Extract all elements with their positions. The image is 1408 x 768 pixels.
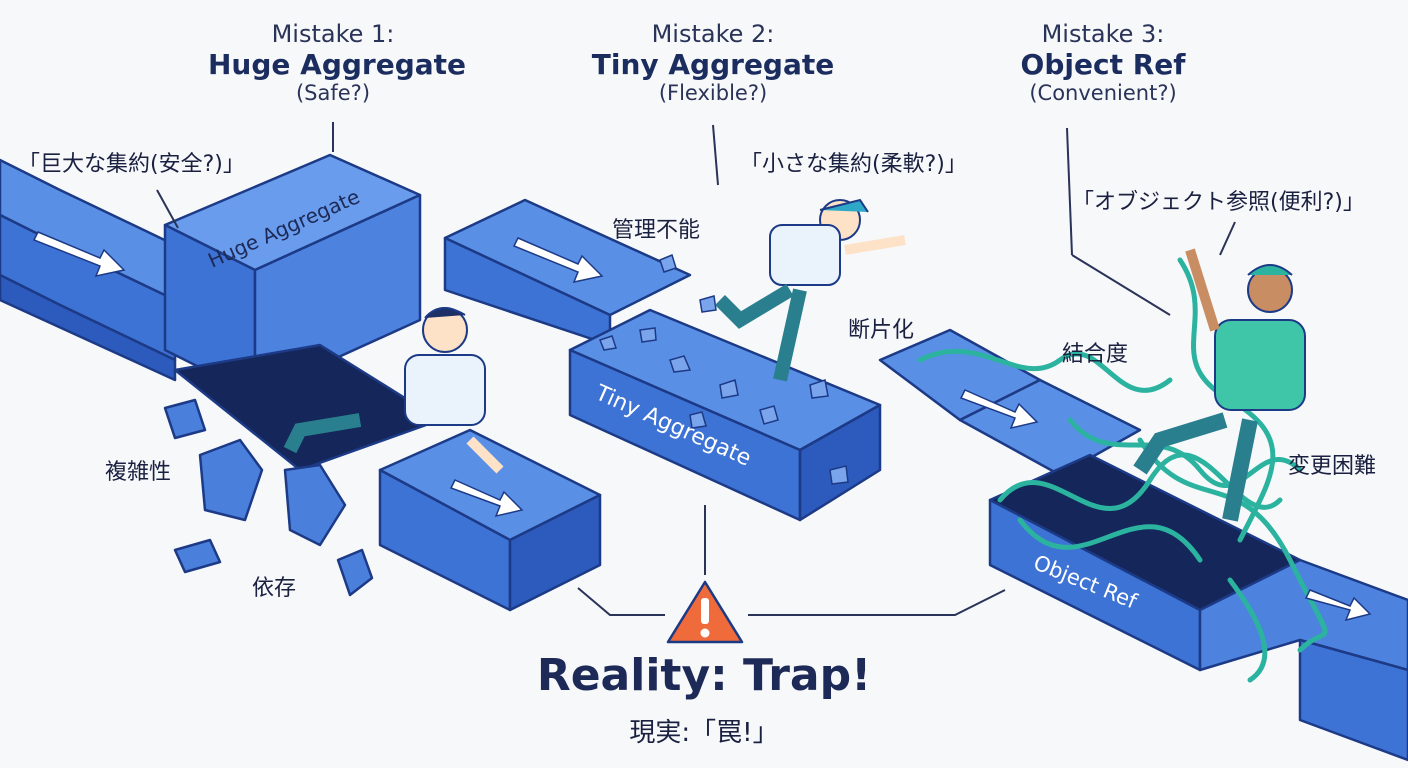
direction-arrows: [32, 231, 1372, 622]
tag-dependency: 依存: [252, 576, 297, 601]
mistake-2-quote-jp: 「小さな集約(柔軟?)」: [740, 152, 967, 177]
tag-coupling: 結合度: [1062, 342, 1129, 367]
tag-fragmentation: 断片化: [848, 318, 915, 343]
mistake-1-number: Mistake 1:: [271, 20, 395, 48]
mistake-1-subtitle: (Safe?): [295, 81, 371, 105]
tag-unmanageable: 管理不能: [612, 218, 701, 243]
character-falling-1: [283, 307, 504, 474]
mistake-1-quote-jp: 「巨大な集約(安全?)」: [18, 152, 245, 177]
mistake-1-title: Huge Aggregate: [208, 48, 467, 81]
mistake-3-title: Object Ref: [1020, 48, 1186, 81]
tag-hard-to-change: 変更困難: [1288, 454, 1377, 479]
mistake-3-heading: Mistake 3: Object Ref (Convenient?): [978, 20, 1228, 105]
path-section-3: [958, 378, 1408, 762]
arrow-icon: [512, 237, 604, 284]
warning-icon: [666, 580, 744, 644]
mistake-3-quote-jp: 「オブジェクト参照(便利?)」: [1072, 190, 1365, 215]
arrow-icon: [1304, 589, 1372, 622]
arrow-icon: [32, 231, 126, 278]
reality-jp: 現実:「罠!」: [629, 718, 779, 748]
mistake-1-heading: Mistake 1: Huge Aggregate (Safe?): [208, 20, 467, 105]
mistake-2-subtitle: (Flexible?): [658, 81, 768, 105]
mistake-2-title: Tiny Aggregate: [591, 48, 835, 81]
mistake-2-heading: Mistake 2: Tiny Aggregate (Flexible?): [588, 20, 838, 105]
mistake-3-number: Mistake 3:: [1041, 20, 1165, 48]
path-section-2: [443, 198, 1042, 522]
arrow-icon: [449, 479, 524, 518]
mistake-2-number: Mistake 2:: [651, 20, 775, 48]
callout-lines: [156, 122, 1236, 616]
mistake-3-subtitle: (Convenient?): [1029, 81, 1177, 105]
arrow-icon: [959, 389, 1039, 430]
character-tangled-3: [1133, 248, 1306, 522]
tag-complexity: 複雑性: [105, 460, 172, 485]
reality-title: Reality: Trap!: [536, 650, 872, 701]
character-running-2: [715, 198, 906, 382]
fragments: [599, 253, 849, 485]
path-section-1: [0, 153, 602, 612]
